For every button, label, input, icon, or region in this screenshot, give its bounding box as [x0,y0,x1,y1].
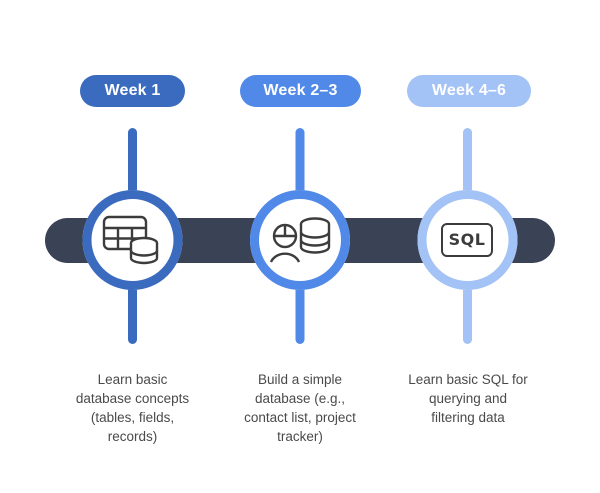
step-2-pill[interactable]: Week 2–3 [240,75,361,107]
step-1-pill[interactable]: Week 1 [80,75,185,107]
step-2-ring [250,190,350,290]
sql-box-label: SQL [448,230,486,249]
step-3-icon: SQL [432,205,502,275]
step-3-pill[interactable]: Week 4–6 [407,75,531,107]
step-1-icon [97,205,167,275]
step-3-ring [417,190,518,290]
person-database-icon [269,217,331,263]
step-3-ring-fill [417,190,518,290]
step-3-caption: Learn basic SQL for querying and filteri… [408,372,528,425]
step-2-stem-bottom [295,282,305,344]
step-3-pill-label: Week 4–6 [431,82,507,99]
step-1-stem-top [128,128,137,198]
table-database-icon [102,215,159,265]
step-3-stem-top [463,128,472,198]
step-2-pill-label: Week 2–3 [263,82,338,99]
step-3-stem-bottom [463,282,472,344]
step-1-ring [82,190,183,290]
step-1-pill-label: Week 1 [104,82,161,99]
step-1-stem-bottom [128,282,137,344]
step-1-caption: Learn basic database concepts (tables, f… [75,372,190,444]
step-2-caption: Build a simple database (e.g., contact l… [244,372,356,444]
sql-box-icon: SQL [441,223,493,257]
step-2-stem-top [295,128,305,198]
step-2-icon [265,205,335,275]
